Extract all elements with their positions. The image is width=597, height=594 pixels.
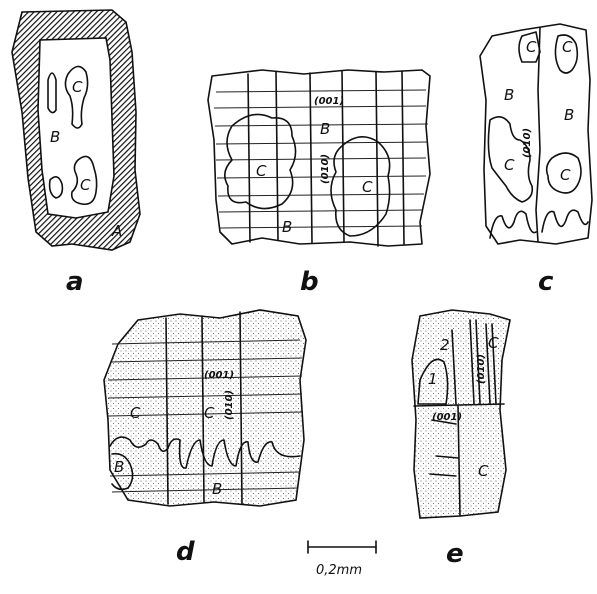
panel-a-region-c-lower: C	[80, 176, 91, 194]
panel-c: C B C B C C (010) c	[480, 24, 592, 297]
panel-a-region-a: A	[111, 222, 122, 240]
scale-bar-label: 0,2mm	[316, 563, 362, 578]
panel-b-label: b	[300, 267, 319, 297]
panel-b-region-b-upper: B	[320, 120, 330, 138]
panel-a-region-c-upper: C	[72, 78, 83, 96]
panel-b: C B C B (001) (010) b	[208, 70, 430, 297]
panel-e-plane-010: (010)	[476, 354, 487, 384]
panel-c-region-b-right: B	[564, 106, 574, 124]
panel-c-label: c	[538, 267, 554, 297]
scale-bar: 0,2mm	[308, 541, 376, 578]
panel-c-region-b-left: B	[504, 86, 514, 104]
panel-c-region-c-top-right: C	[562, 38, 573, 56]
panel-e: 1 2 C C (010) (001) e	[412, 310, 510, 569]
panel-c-region-c-left-mid: C	[504, 156, 515, 174]
panel-c-bottom-waves	[490, 210, 588, 238]
panel-a-label: a	[66, 267, 84, 297]
panel-b-region-b-lower: B	[282, 218, 292, 236]
panel-e-region-1: 1	[428, 370, 438, 388]
panel-b-region-c-right-outline	[331, 137, 390, 236]
panel-b-region-c-left: C	[256, 162, 267, 180]
panel-e-label: e	[446, 539, 464, 569]
panel-e-region-c-lower: C	[478, 462, 489, 480]
panel-c-region-c-top-left: C	[526, 38, 537, 56]
panel-c-plane-010: (010)	[522, 128, 533, 158]
panel-d-plane-001: (001)	[204, 370, 234, 381]
panel-d-label: d	[176, 537, 195, 567]
panel-d-region-c-center: C	[204, 404, 215, 422]
panel-b-plane-001: (001)	[314, 96, 344, 107]
panel-b-region-c-right: C	[362, 178, 373, 196]
panel-e-region-c-upper: C	[488, 334, 499, 352]
panel-d: C C B B (001) (010) d	[104, 310, 306, 567]
panel-d-region-b-bottom: B	[212, 480, 222, 498]
panel-d-region-b-left: B	[114, 458, 124, 476]
panel-e-plane-001: (001)	[432, 412, 462, 423]
panel-a-region-b: B	[50, 128, 60, 146]
panel-b-plane-010: (010)	[320, 154, 331, 184]
panel-d-plane-010: (010)	[224, 390, 235, 420]
panel-d-region-c-left: C	[130, 404, 141, 422]
panel-e-region-2: 2	[440, 336, 450, 354]
panel-c-region-c-right-mid: C	[560, 166, 571, 184]
panel-a: C B C A a	[12, 10, 140, 297]
